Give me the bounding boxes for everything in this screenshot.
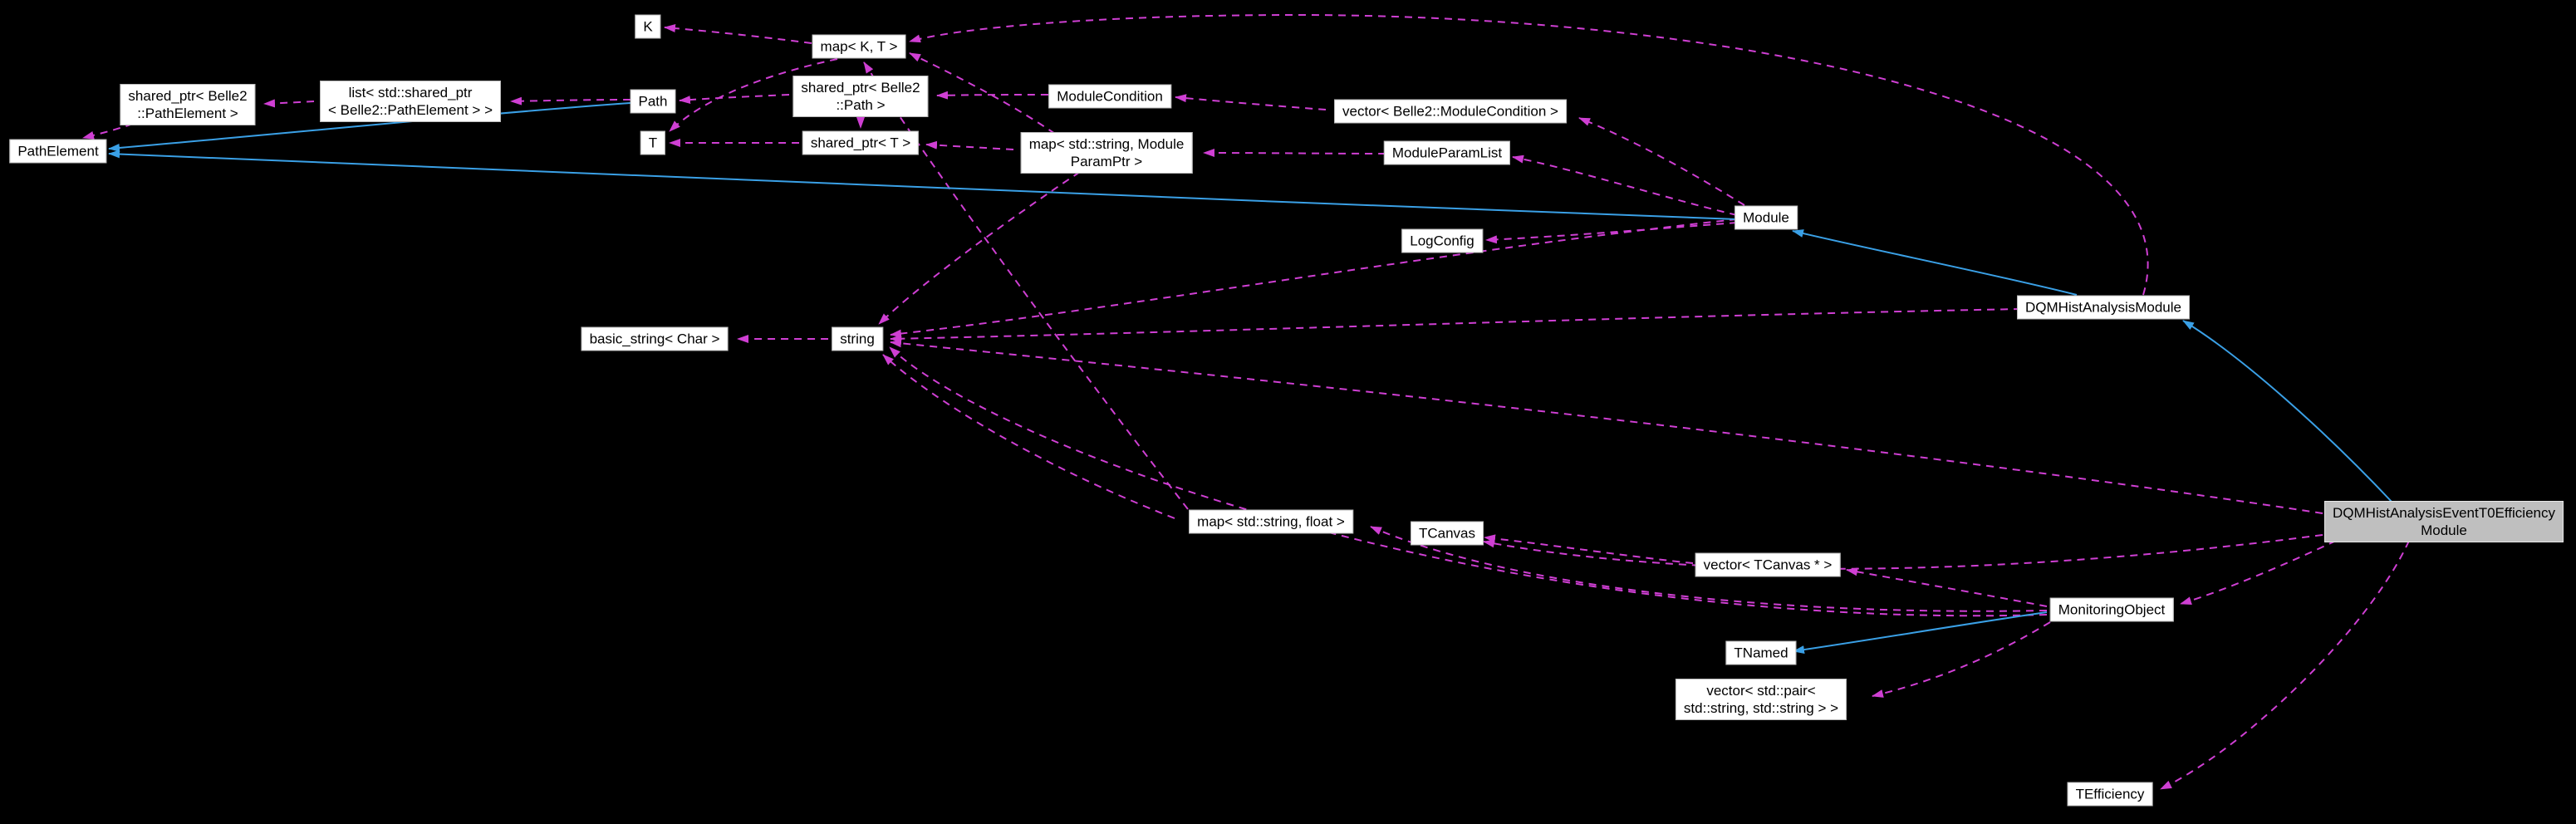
edge-mapsf-to-string xyxy=(882,354,1175,519)
edge-monitoringobject-inherits-tnamed xyxy=(1793,611,2048,655)
node-map-k-t[interactable]: map< K, T > xyxy=(812,34,906,59)
edge-eventt0-to-monitoringobject xyxy=(2180,540,2337,605)
edge-dqmham-to-mapkt xyxy=(909,13,2149,296)
node-path-element[interactable]: PathElement xyxy=(9,139,107,164)
edge-eventt0-to-tefficiency xyxy=(2160,540,2410,790)
node-map-string-float[interactable]: map< std::string, float > xyxy=(1189,509,1353,534)
edge-path-to-list xyxy=(510,96,631,105)
edge-mpl-to-mapsmp xyxy=(1203,149,1386,158)
node-t[interactable]: T xyxy=(640,130,666,155)
edge-eventt0-to-tcanvas xyxy=(1483,534,2323,570)
edge-vectormc-to-modulecondition xyxy=(1175,94,1327,110)
node-vector-belle2-module-condition[interactable]: vector< Belle2::ModuleCondition > xyxy=(1334,99,1567,124)
edge-mapkt-to-t xyxy=(669,58,838,132)
edge-monitoringobject-to-vectorpair xyxy=(1872,621,2051,698)
edge-monitoringobject-to-string xyxy=(889,346,2048,617)
edge-sharedptrpath-to-path xyxy=(679,94,790,105)
edge-module-to-mpl xyxy=(1512,154,1738,216)
edge-mapkt-to-k xyxy=(664,24,812,44)
node-path[interactable]: Path xyxy=(630,89,676,114)
edge-mapsmp-to-string xyxy=(878,171,1081,325)
node-dqm-hist-analysis-event-t0-efficiency-module: DQMHistAnalysisEventT0Efficiency Module xyxy=(2324,501,2564,542)
node-basic-string-char[interactable]: basic_string< Char > xyxy=(581,326,729,351)
edge-eventt0-to-string xyxy=(890,339,2323,514)
edge-mapsmp-to-sharedptrt xyxy=(925,140,1014,150)
node-monitoring-object[interactable]: MonitoringObject xyxy=(2049,597,2174,622)
edge-module-to-string xyxy=(890,218,1738,338)
node-vector-tcanvas[interactable]: vector< TCanvas * > xyxy=(1695,552,1841,577)
edge-module-to-logconfig xyxy=(1485,222,1738,244)
node-module-condition[interactable]: ModuleCondition xyxy=(1048,84,1171,109)
node-module[interactable]: Module xyxy=(1735,205,1798,230)
node-tcanvas[interactable]: TCanvas xyxy=(1410,521,1484,546)
edge-path-inherits-pathelement xyxy=(108,102,631,152)
node-shared-ptr-belle2-path[interactable]: shared_ptr< Belle2 ::Path > xyxy=(792,76,929,117)
node-log-config[interactable]: LogConfig xyxy=(1401,228,1483,253)
edge-eventt0-inherits-dqmham xyxy=(2182,320,2393,503)
edge-monitoringobject-to-mapsf xyxy=(1370,526,2048,612)
node-map-string-module-param-ptr[interactable]: map< std::string, Module ParamPtr > xyxy=(1020,132,1193,174)
edge-list-to-sharedptrpe xyxy=(263,99,315,108)
edge-dqmham-to-string xyxy=(890,308,2022,343)
edge-modulecondition-to-sharedptrpath xyxy=(936,91,1049,100)
node-string[interactable]: string xyxy=(832,326,883,351)
edge-sharedptrpe-to-pathelement xyxy=(82,123,134,140)
node-tnamed[interactable]: TNamed xyxy=(1725,640,1797,665)
edge-mapsf-to-mapkt xyxy=(863,61,1189,510)
node-vector-pair-string-string[interactable]: vector< std::pair< std::string, std::str… xyxy=(1675,679,1847,720)
edge-module-to-vectormc xyxy=(1578,117,1745,206)
node-list-shared-ptr-path-element[interactable]: list< std::shared_ptr < Belle2::PathElem… xyxy=(320,81,501,122)
edge-vectortcanvas-to-tcanvas xyxy=(1484,534,1694,564)
node-k[interactable]: K xyxy=(635,14,661,39)
node-tefficiency[interactable]: TEfficiency xyxy=(2067,782,2153,807)
node-shared-ptr-belle2-path-element[interactable]: shared_ptr< Belle2 ::PathElement > xyxy=(120,84,256,125)
node-module-param-list[interactable]: ModuleParamList xyxy=(1383,140,1511,165)
node-dqm-hist-analysis-module[interactable]: DQMHistAnalysisModule xyxy=(2017,295,2190,320)
node-shared-ptr-t[interactable]: shared_ptr< T > xyxy=(802,130,920,155)
edge-mapsmp-to-mapkt xyxy=(909,52,1056,135)
edge-dqmham-inherits-module xyxy=(1792,229,2078,296)
edge-monitoringobject-to-vectortcanvas xyxy=(1846,567,2048,607)
